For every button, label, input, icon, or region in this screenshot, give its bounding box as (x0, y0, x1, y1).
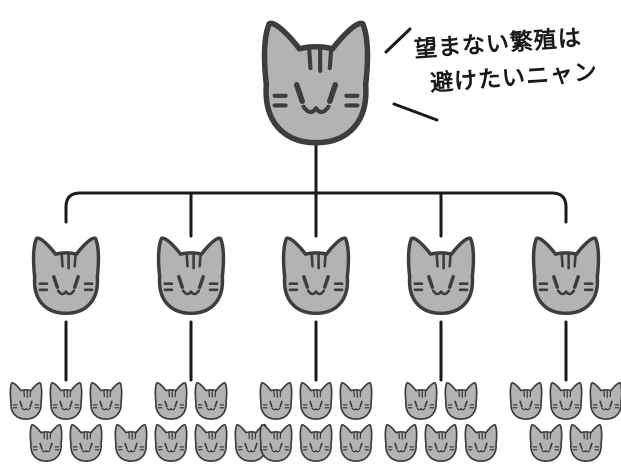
child-cat-icon (531, 236, 601, 316)
connector-lines (64, 144, 568, 382)
callout-tick-upper (384, 27, 412, 54)
grandchild-cat-icon (194, 423, 228, 462)
grandchild-cat-icon (589, 381, 621, 420)
grandchild-cat-icon (509, 381, 543, 420)
parent-cat-icon (265, 23, 368, 142)
grandchild-cat-icon (259, 423, 293, 462)
child-cat-icon (281, 236, 351, 316)
grandchild-cat-icon (69, 423, 103, 462)
grandchild-cat-icon (194, 381, 228, 420)
child-cat-icon (31, 236, 101, 316)
grandchild-cat-icon (89, 381, 123, 420)
grandchild-cat-icon (299, 423, 333, 462)
grandchild-cat-icon (339, 423, 373, 462)
child-cat-icon (406, 236, 476, 316)
grandchild-cat-icon (154, 381, 188, 420)
grandchild-cat-icon (529, 423, 563, 462)
grandchild-cat-icon (464, 423, 498, 462)
grandchild-cat-icon (424, 423, 458, 462)
grandchild-cat-icon (114, 423, 148, 462)
grandchild-cat-icon (154, 423, 188, 462)
grandchild-cat-icon (259, 381, 293, 420)
grandchild-cat-icon (404, 381, 438, 420)
grandchild-cat-icon (299, 381, 333, 420)
grandchild-cat-icon (339, 381, 373, 420)
grandchild-cat-icon (549, 381, 583, 420)
grandchild-cat-icon (9, 381, 43, 420)
grandchild-cat-icon (49, 381, 83, 420)
grandchild-cat-icon (29, 423, 63, 462)
callout-tick-lower (392, 102, 439, 122)
grandchild-cat-icon (569, 423, 603, 462)
grandchild-cat-icon (444, 381, 478, 420)
child-cat-icon (156, 236, 226, 316)
grandchild-cat-icon (384, 423, 418, 462)
